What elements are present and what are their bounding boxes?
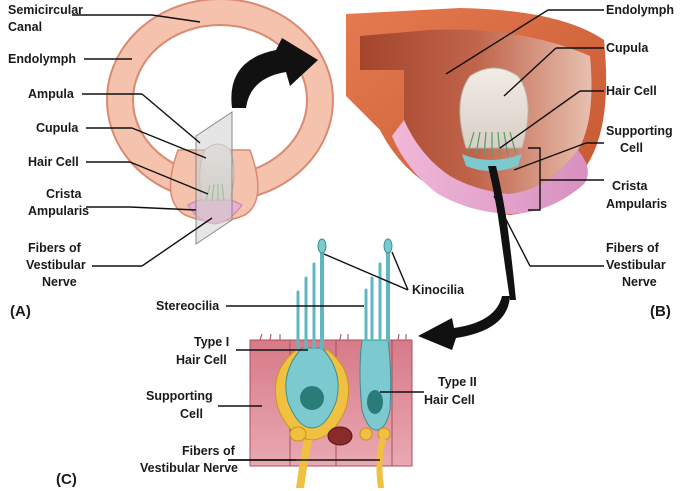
label-fibers-a-3: Nerve xyxy=(42,275,77,289)
red-cell xyxy=(327,426,353,446)
type2-bouton-2 xyxy=(377,427,391,441)
hair-cells-b xyxy=(467,131,517,158)
arrow-b-to-c-stem xyxy=(488,166,516,300)
label-type2-1: Type II xyxy=(438,375,477,389)
stereocilia-type2 xyxy=(364,262,382,342)
label-semicircular-canal-1: Semicircular xyxy=(8,3,83,17)
leader-ampula-b xyxy=(141,93,201,144)
panel-a-labels: Semicircular Canal Endolymph Ampula Cupu… xyxy=(8,3,213,320)
leader-supporting-b-b xyxy=(513,142,587,171)
label-ampula: Ampula xyxy=(28,87,75,101)
type1-nerve-fiber xyxy=(296,440,312,488)
label-fibers-b-1: Fibers of xyxy=(606,241,660,255)
crista-b-shape xyxy=(392,120,588,214)
label-fibers-a-2: Vestibular xyxy=(26,258,86,272)
label-crista-a-2: Ampularis xyxy=(28,204,89,218)
label-supporting-c-2: Cell xyxy=(180,407,203,421)
type2-hair-cell-body xyxy=(359,339,392,431)
label-crista-b-2: Ampularis xyxy=(606,197,667,211)
panel-b-illustration xyxy=(346,8,607,350)
arrow-b-to-c-head xyxy=(418,296,510,350)
label-crista-b-1: Crista xyxy=(612,179,648,193)
panel-label-a: (A) xyxy=(10,303,31,320)
panel-c-illustration xyxy=(249,238,413,488)
cupula-b-shape xyxy=(459,67,529,149)
section-plane xyxy=(195,111,233,245)
leader-hair-cell-a-b xyxy=(129,161,209,195)
label-stereocilia: Stereocilia xyxy=(156,299,220,313)
type1-nucleus xyxy=(300,386,324,410)
panel-b-labels: Endolymph Cupula Hair Cell Supporting Ce… xyxy=(445,3,674,320)
panel-a-illustration xyxy=(106,0,334,245)
label-hair-cell-b: Hair Cell xyxy=(606,84,657,98)
type2-nerve-fiber xyxy=(376,438,386,488)
kinocilium-tip-1 xyxy=(317,238,327,254)
label-fibers-b-2: Vestibular xyxy=(606,258,666,272)
type2-nucleus xyxy=(367,390,383,414)
leader-endolymph-b-b xyxy=(445,9,549,75)
leader-cupula-a-b xyxy=(131,127,207,159)
label-supporting-c-1: Supporting xyxy=(146,389,213,403)
leader-semicircular-canal-b xyxy=(151,14,201,23)
label-supporting-b-2: Cell xyxy=(620,141,643,155)
label-endolymph-b: Endolymph xyxy=(606,3,674,17)
leader-fibers-b-b xyxy=(493,195,531,267)
kinocilium-tip-2 xyxy=(383,238,393,254)
microvilli xyxy=(259,333,407,341)
label-fibers-c-2: Vestibular Nerve xyxy=(140,461,238,475)
leader-hair-cell-b-b xyxy=(499,90,581,149)
label-kinocilia: Kinocilia xyxy=(412,283,465,297)
type1-bouton xyxy=(289,426,307,442)
panel-label-c: (C) xyxy=(56,471,77,488)
leader-kinocilia-1 xyxy=(323,253,409,291)
label-crista-a-1: Crista xyxy=(46,187,82,201)
panel-label-b: (B) xyxy=(650,303,671,320)
panel-c-labels: Kinocilia Stereocilia Type I Hair Cell S… xyxy=(56,251,477,488)
arrow-a-to-b xyxy=(231,38,318,108)
leader-crista-a-b xyxy=(129,206,197,211)
label-endolymph-a: Endolymph xyxy=(8,52,76,66)
leader-fibers-a-b xyxy=(141,217,213,267)
hair-cell-row-b xyxy=(462,154,522,171)
label-fibers-b-3: Nerve xyxy=(622,275,657,289)
label-cupula-a: Cupula xyxy=(36,121,79,135)
label-fibers-c-1: Fibers of xyxy=(182,444,236,458)
label-type1-2: Hair Cell xyxy=(176,353,227,367)
label-cupula-b: Cupula xyxy=(606,41,649,55)
leader-kinocilia-2 xyxy=(391,251,409,291)
leader-cupula-b-b xyxy=(503,47,557,97)
bracket-crista-b xyxy=(528,147,541,211)
label-supporting-b-1: Supporting xyxy=(606,124,673,138)
label-type2-2: Hair Cell xyxy=(424,393,475,407)
label-semicircular-canal-2: Canal xyxy=(8,20,42,34)
label-hair-cell-a: Hair Cell xyxy=(28,155,79,169)
label-fibers-a-1: Fibers of xyxy=(28,241,82,255)
label-type1-1: Type I xyxy=(194,335,229,349)
type2-bouton-1 xyxy=(359,427,373,441)
